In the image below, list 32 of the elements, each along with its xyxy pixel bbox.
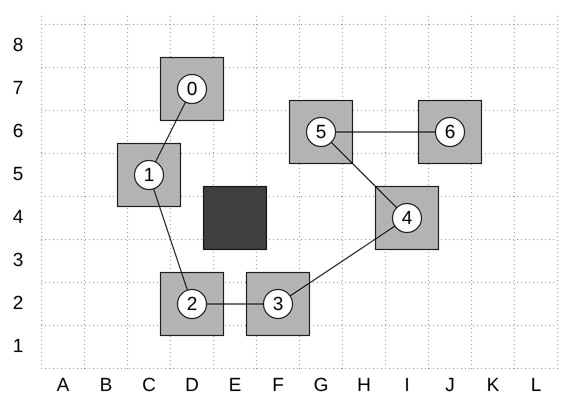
square [246, 272, 310, 336]
column-label: I [403, 374, 411, 398]
row-label: 2 [12, 292, 24, 316]
column-label: G [312, 374, 330, 398]
connector-line [331, 142, 397, 208]
column-label: C [141, 374, 157, 398]
square [160, 57, 224, 121]
square [375, 186, 439, 250]
row-label: 6 [12, 120, 24, 144]
connector-line [290, 226, 396, 296]
column-label: A [56, 374, 70, 398]
column-label: F [271, 374, 285, 398]
square [418, 100, 482, 164]
connector-line [153, 188, 188, 290]
dark-square [203, 186, 267, 250]
row-label: 4 [12, 206, 24, 230]
column-label: H [356, 374, 372, 398]
square [117, 143, 181, 207]
column-label: L [530, 374, 542, 398]
square [289, 100, 353, 164]
column-label: J [444, 374, 456, 398]
row-label: 1 [12, 335, 24, 359]
row-label: 8 [12, 34, 24, 58]
row-label: 3 [12, 249, 24, 273]
column-label: K [486, 374, 500, 398]
connector-line [155, 102, 186, 162]
square [160, 272, 224, 336]
column-label: B [98, 374, 114, 398]
column-label: E [228, 374, 242, 398]
row-label: 7 [12, 77, 24, 101]
column-label: D [184, 374, 200, 398]
row-label: 5 [12, 163, 24, 187]
